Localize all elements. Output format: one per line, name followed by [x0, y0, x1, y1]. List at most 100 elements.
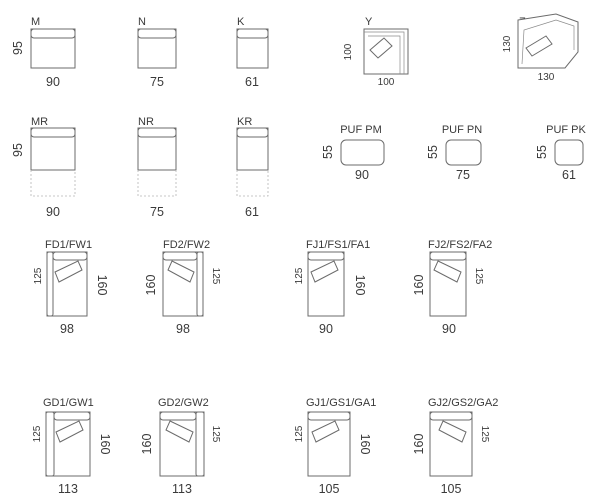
- module-fj1-fs1-fa1-back: 125: [294, 267, 305, 284]
- module-fd2-fw2-code: FD2/FW2: [163, 239, 210, 251]
- module-gj1-gs1-ga1-depth: 160: [358, 434, 372, 455]
- module-nr: NR 75: [137, 116, 177, 219]
- module-fd2-fw2-backrest: [162, 251, 198, 261]
- module-y-cushion: [369, 37, 393, 59]
- module-k-code: K: [237, 16, 245, 28]
- module-puf-pn-code: PUF PN: [442, 124, 482, 136]
- module-y-code: Y: [365, 16, 373, 28]
- module-gd2-gw2-arm: [195, 411, 205, 477]
- module-puf-pm-shape: [340, 139, 385, 166]
- module-y-back-inner: [368, 35, 401, 74]
- module-puf-pk-width: 61: [562, 168, 576, 182]
- module-fj2-fs2-fa2-back: 125: [473, 268, 484, 285]
- module-k: K 61: [236, 16, 269, 89]
- module-gd2-gw2-code: GD2/GW2: [158, 397, 209, 409]
- module-puf-pm-depth: 55: [321, 145, 335, 159]
- module-mr-code: MR: [31, 116, 48, 128]
- module-fj2-fs2-fa2-cushion: [433, 260, 462, 283]
- module-gj1-gs1-ga1-code: GJ1/GS1/GA1: [306, 397, 376, 409]
- module-k-width: 61: [245, 75, 259, 89]
- module-fj1-fs1-fa1-cushion: [310, 260, 339, 283]
- module-fd1-fw1: FD1/FW1 125 160 98: [33, 239, 109, 336]
- module-fj2-fs2-fa2-depth: 160: [412, 275, 426, 296]
- module-y-depth: 100: [343, 43, 354, 60]
- module-nr-code: NR: [138, 116, 154, 128]
- module-gd1-gw1-depth: 160: [98, 434, 112, 455]
- module-z-cushion: [525, 35, 553, 57]
- module-gd1-gw1-back: 125: [32, 425, 43, 442]
- module-fd1-fw1-arm: [46, 251, 54, 317]
- module-gd2-gw2-backrest: [159, 411, 197, 421]
- module-puf-pk: PUF PK 55 61: [535, 124, 587, 182]
- module-gd2-gw2-cushion: [165, 420, 194, 443]
- module-n-backrest: [137, 28, 177, 39]
- module-fd2-fw2-depth: 160: [144, 275, 158, 296]
- module-kr-backrest: [236, 127, 269, 138]
- module-gj1-gs1-ga1-cushion: [311, 420, 340, 443]
- module-gj1-gs1-ga1-seat: [307, 411, 351, 477]
- module-gd1-gw1-code: GD1/GW1: [43, 397, 94, 409]
- module-puf-pn-shape: [445, 139, 482, 166]
- module-kr-code: KR: [237, 116, 252, 128]
- module-fj1-fs1-fa1: FJ1/FS1/FA1 125 160 90: [294, 239, 370, 336]
- module-fd1-fw1-back: 125: [33, 267, 44, 284]
- module-nr-backrest: [137, 127, 177, 138]
- module-fj2-fs2-fa2-code: FJ2/FS2/FA2: [428, 239, 492, 251]
- module-gd2-gw2-depth: 160: [140, 434, 154, 455]
- module-fd1-fw1-cushion: [54, 260, 83, 283]
- module-fd1-fw1-seat: [46, 251, 88, 317]
- module-puf-pn: PUF PN 55 75: [426, 124, 482, 182]
- module-fj2-fs2-fa2: FJ2/FS2/FA2 160 125 90: [412, 239, 492, 336]
- module-fj2-fs2-fa2-width: 90: [442, 322, 456, 336]
- module-puf-pm-width: 90: [355, 168, 369, 182]
- module-fd2-fw2-width: 98: [176, 322, 190, 336]
- module-fd1-fw1-code: FD1/FW1: [45, 239, 92, 251]
- module-kr: KR 61: [236, 116, 269, 219]
- module-m-backrest: [30, 28, 76, 39]
- module-fj1-fs1-fa1-code: FJ1/FS1/FA1: [306, 239, 370, 251]
- module-z: Z 130 130: [502, 13, 579, 83]
- module-k-backrest: [236, 28, 269, 39]
- module-puf-pk-shape: [554, 139, 584, 166]
- module-puf-pk-depth: 55: [535, 145, 549, 159]
- module-gj1-gs1-ga1-width: 105: [319, 482, 340, 496]
- module-y-width: 100: [378, 77, 395, 88]
- module-fd2-fw2-back: 125: [210, 268, 221, 285]
- module-n-width: 75: [150, 75, 164, 89]
- module-fj1-fs1-fa1-backrest: [307, 251, 345, 261]
- module-nr-extension: [137, 170, 177, 197]
- module-m-width: 90: [46, 75, 60, 89]
- module-z-width: 130: [538, 72, 555, 83]
- module-puf-pn-depth: 55: [426, 145, 440, 159]
- module-fj2-fs2-fa2-backrest: [429, 251, 467, 261]
- module-z-depth: 130: [502, 35, 513, 52]
- module-gj2-gs2-ga2-cushion: [438, 420, 467, 443]
- module-gj2-gs2-ga2-back: 125: [479, 426, 490, 443]
- module-n-code: N: [138, 16, 146, 28]
- module-fd1-fw1-width: 98: [60, 322, 74, 336]
- module-puf-pk-code: PUF PK: [546, 124, 586, 136]
- module-gj2-gs2-ga2-seat: [429, 411, 473, 477]
- module-kr-width: 61: [245, 205, 259, 219]
- module-fd1-fw1-depth: 160: [95, 275, 109, 296]
- module-fj1-fs1-fa1-width: 90: [319, 322, 333, 336]
- module-puf-pn-width: 75: [456, 168, 470, 182]
- module-fd2-fw2: FD2/FW2 160 125 98: [144, 239, 221, 336]
- module-gj2-gs2-ga2-code: GJ2/GS2/GA2: [428, 397, 498, 409]
- module-gd1-gw1-backrest: [53, 411, 91, 421]
- module-fj1-fs1-fa1-seat: [307, 251, 345, 317]
- module-gd1-gw1-arm: [45, 411, 55, 477]
- module-m: M 95 90: [11, 16, 76, 89]
- module-gd2-gw2-back: 125: [210, 426, 221, 443]
- module-gj1-gs1-ga1-back: 125: [294, 425, 305, 442]
- module-gd2-gw2-width: 113: [172, 482, 192, 496]
- module-gd1-gw1: GD1/GW1 125 160 113: [32, 397, 112, 496]
- module-m-code: M: [31, 16, 40, 28]
- module-gj2-gs2-ga2-width: 105: [441, 482, 462, 496]
- module-gd1-gw1-cushion: [55, 420, 84, 443]
- module-fd2-fw2-cushion: [167, 260, 195, 283]
- module-y-back: [364, 31, 405, 74]
- module-gj1-gs1-ga1-backrest: [307, 411, 351, 421]
- module-y: Y 100 100: [343, 16, 409, 88]
